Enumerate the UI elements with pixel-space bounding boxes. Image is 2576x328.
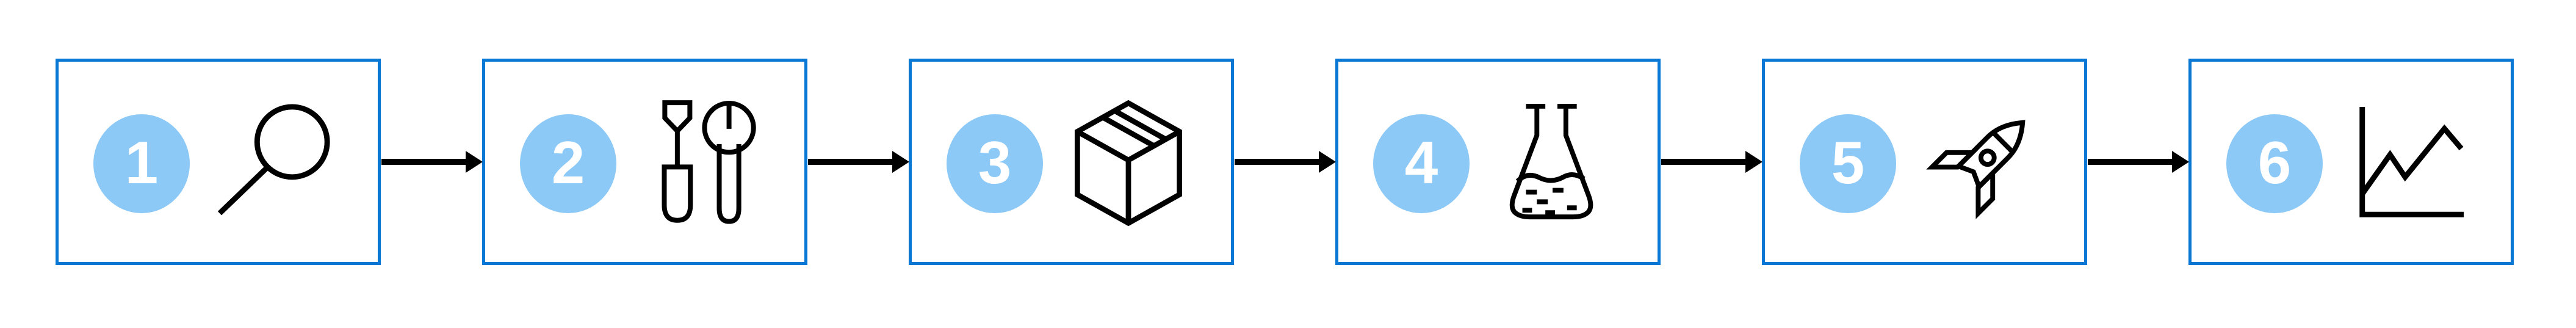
step-box-6: 6 — [2188, 59, 2514, 265]
line-chart-icon — [2348, 98, 2469, 229]
step-number-badge: 3 — [947, 114, 1043, 213]
flow-arrow — [2088, 151, 2189, 173]
step-box-1: 1 — [56, 59, 381, 265]
flow-arrow — [808, 151, 909, 173]
package-box-icon — [1068, 98, 1189, 229]
step-number: 5 — [1831, 129, 1865, 196]
step-box-2: 2 — [482, 59, 807, 265]
arrow-shaft — [381, 159, 467, 165]
magnifier-icon — [215, 98, 336, 229]
step-box-3: 3 — [909, 59, 1234, 265]
step-number-badge: 6 — [2226, 114, 2323, 213]
step-box-4: 4 — [1335, 59, 1661, 265]
rocket-icon — [1921, 98, 2042, 229]
step-number: 2 — [551, 129, 585, 196]
arrow-head — [466, 151, 483, 173]
step-number-badge: 5 — [1800, 114, 1896, 213]
arrow-shaft — [808, 159, 893, 165]
step-number: 1 — [124, 129, 159, 196]
step-number-badge: 1 — [93, 114, 190, 213]
arrow-shaft — [1235, 159, 1320, 165]
step-number: 6 — [2257, 129, 2292, 196]
arrow-shaft — [2088, 159, 2173, 165]
flask-icon — [1495, 98, 1615, 229]
tools-icon — [641, 98, 762, 229]
arrow-head — [2172, 151, 2189, 173]
step-number: 3 — [978, 129, 1012, 196]
step-number-badge: 4 — [1373, 114, 1470, 213]
flow-arrow — [1661, 151, 1762, 173]
flow-arrow — [381, 151, 483, 173]
step-number: 4 — [1404, 129, 1438, 196]
arrow-head — [892, 151, 909, 173]
step-number-badge: 2 — [520, 114, 616, 213]
step-box-5: 5 — [1762, 59, 2087, 265]
arrow-head — [1319, 151, 1336, 173]
arrow-shaft — [1661, 159, 1747, 165]
arrow-head — [1745, 151, 1762, 173]
flow-arrow — [1235, 151, 1336, 173]
